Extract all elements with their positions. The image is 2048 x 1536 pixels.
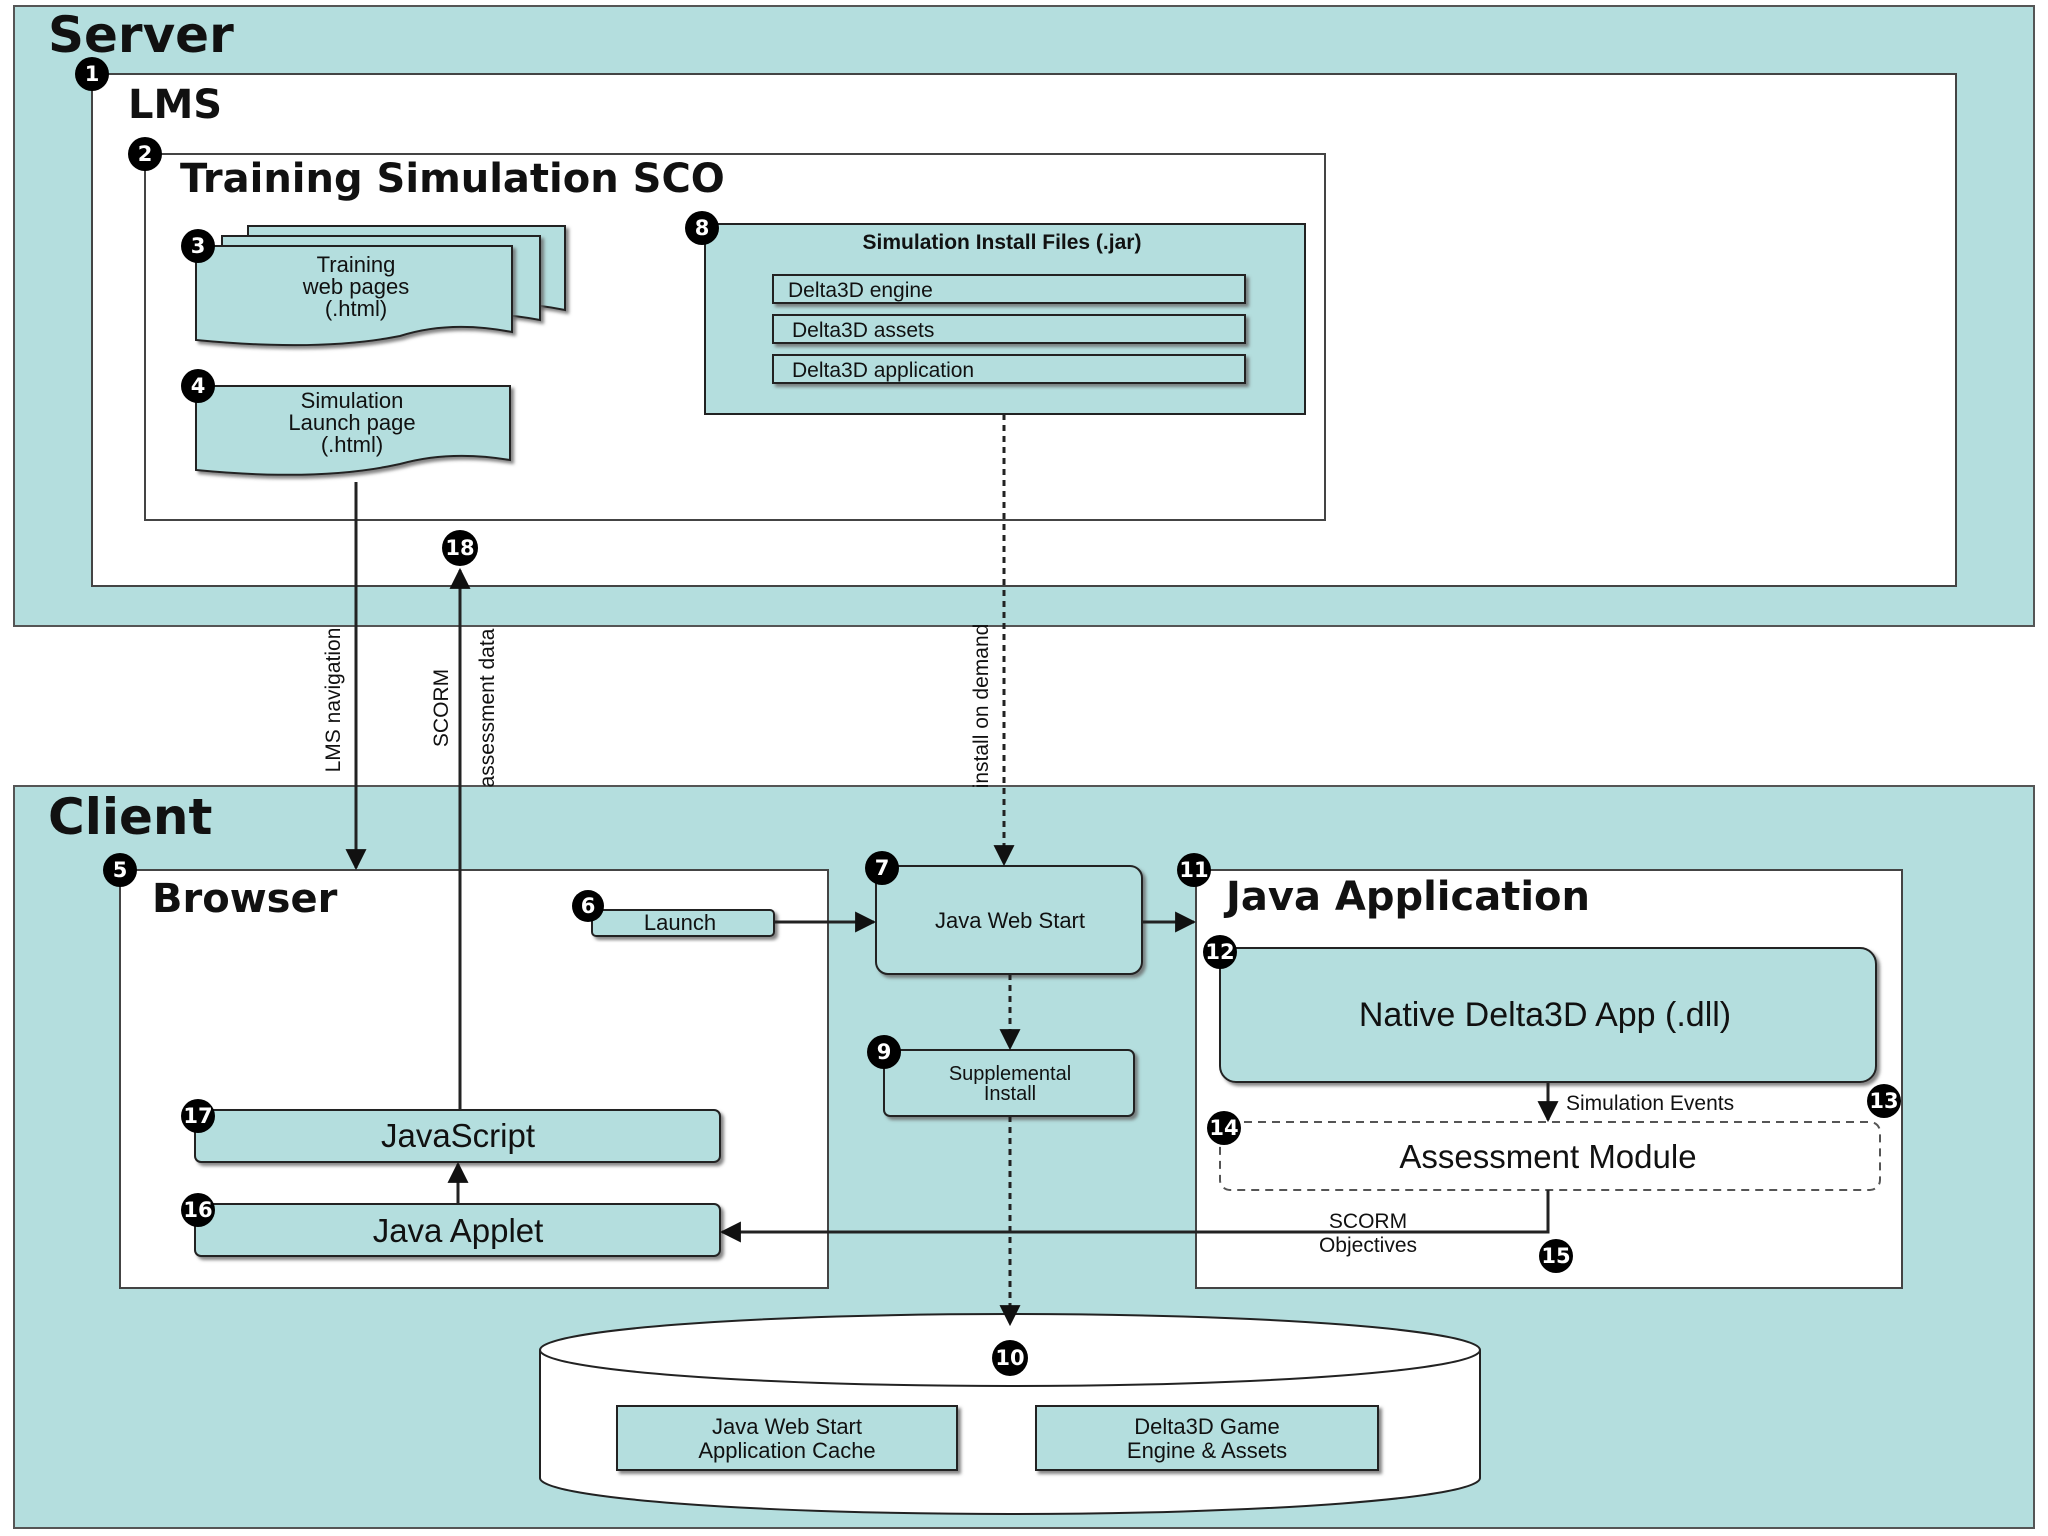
badge-15	[1539, 1239, 1573, 1273]
badge-18-group: 18	[442, 530, 478, 566]
app-cache-box	[616, 1405, 958, 1471]
badge-4-number: 4	[191, 374, 206, 398]
game-engine-line2: Engine & Assets	[1127, 1438, 1287, 1463]
web-pages-line2: web pages	[302, 274, 409, 299]
badge-9-number: 9	[877, 1040, 892, 1064]
storage-cylinder: 10 Java Web Start Application Cache Delt…	[539, 1313, 1481, 1515]
badge-1	[75, 57, 109, 91]
javascript-box: JavaScript 17	[181, 1099, 721, 1163]
edge-simulation-events-label: Simulation Events	[1566, 1092, 1734, 1115]
badge-3-number: 3	[191, 234, 206, 258]
edge-lms-navigation-label: LMS navigation	[322, 628, 345, 773]
web-pages-line3: (.html)	[325, 296, 387, 321]
assessment-module-box: Assessment Module 14	[1207, 1111, 1881, 1191]
edge-scorm-assessment-line2: assessment data	[476, 628, 499, 787]
edge-scorm-objectives	[719, 1190, 1550, 1243]
supplemental-line1: Supplemental	[949, 1063, 1071, 1085]
web-pages-line1: Training	[317, 252, 396, 277]
launch-page-line2: Launch page	[288, 410, 415, 435]
badge-1-number: 1	[85, 62, 100, 86]
badge-5	[103, 853, 137, 887]
java-application-title: Java Application	[1223, 874, 1590, 920]
install-item-engine	[772, 274, 1246, 304]
badge-5-number: 5	[113, 858, 128, 882]
edge-scorm-objectives-line2: Objectives	[1319, 1234, 1417, 1257]
badge-11-number: 11	[1179, 858, 1208, 882]
badge-3	[181, 229, 215, 263]
java-applet-box: Java Applet 16	[181, 1193, 721, 1257]
java-web-start-box: Java Web Start 7	[865, 851, 1143, 975]
server-title: Server	[48, 6, 234, 64]
simulation-launch-page: Simulation Launch page (.html) 4	[181, 369, 511, 476]
java-applet-label: Java Applet	[373, 1212, 544, 1249]
badge-13-number: 13	[1869, 1089, 1898, 1113]
badge-7	[865, 851, 899, 885]
badge-11	[1177, 853, 1211, 887]
badge-18-number: 18	[445, 536, 474, 560]
javascript-label: JavaScript	[381, 1117, 535, 1154]
sco-title: Training Simulation SCO	[180, 156, 725, 202]
supplemental-line2: Install	[984, 1083, 1036, 1105]
launch-box: Launch 6	[572, 890, 775, 937]
simulation-install-files: Simulation Install Files (.jar) Delta3D …	[685, 211, 1306, 415]
badge-8	[685, 211, 719, 245]
edge-scorm-objectives-line1: SCORM	[1329, 1210, 1407, 1233]
badge-13	[1867, 1084, 1901, 1118]
badge-14-number: 14	[1209, 1116, 1238, 1140]
native-delta3d-app-box: Native Delta3D App (.dll) 12	[1203, 935, 1877, 1083]
badge-2	[128, 137, 162, 171]
install-files-title: Simulation Install Files (.jar)	[863, 231, 1142, 254]
launch-page-line1: Simulation	[301, 388, 404, 413]
lms-title: LMS	[128, 82, 222, 128]
badge-17-number: 17	[183, 1104, 212, 1128]
edge-install-on-demand-label: install on demand	[970, 624, 993, 789]
app-cache-line1: Java Web Start	[712, 1414, 862, 1439]
install-item-assets	[772, 314, 1246, 344]
launch-page-line3: (.html)	[321, 432, 383, 457]
badge-17	[181, 1099, 215, 1133]
app-cache-line2: Application Cache	[698, 1438, 875, 1463]
supplemental-install-box: Supplemental Install 9	[867, 1035, 1135, 1117]
badge-14	[1207, 1111, 1241, 1145]
badge-15-number: 15	[1541, 1244, 1570, 1268]
native-app-label: Native Delta3D App (.dll)	[1359, 996, 1731, 1034]
badge-10-number: 10	[995, 1346, 1024, 1370]
badge-16	[181, 1193, 215, 1227]
install-item-application-label: Delta3D application	[792, 359, 974, 382]
launch-label: Launch	[644, 910, 716, 935]
training-web-pages: Training web pages (.html) 3	[181, 225, 566, 347]
assessment-label: Assessment Module	[1399, 1138, 1696, 1175]
badge-4	[181, 369, 215, 403]
badge-18	[442, 530, 478, 566]
badge-12	[1203, 935, 1237, 969]
install-item-assets-label: Delta3D assets	[792, 319, 934, 342]
game-engine-box	[1035, 1405, 1379, 1471]
edge-scorm-assessment-line1: SCORM	[430, 669, 453, 747]
browser-title: Browser	[152, 876, 338, 922]
badge-6	[572, 890, 604, 922]
client-title: Client	[48, 788, 212, 846]
badge-8-number: 8	[695, 216, 710, 240]
badge-2-number: 2	[138, 142, 153, 166]
badge-16-number: 16	[183, 1198, 212, 1222]
badge-12-number: 12	[1205, 940, 1234, 964]
install-item-application	[772, 354, 1246, 384]
game-engine-line1: Delta3D Game	[1134, 1414, 1280, 1439]
badge-9	[867, 1035, 901, 1069]
install-item-engine-label: Delta3D engine	[788, 279, 933, 302]
java-web-start-label: Java Web Start	[935, 908, 1085, 933]
badge-6-number: 6	[581, 894, 596, 918]
badge-10	[992, 1340, 1028, 1376]
badge-7-number: 7	[875, 856, 890, 880]
